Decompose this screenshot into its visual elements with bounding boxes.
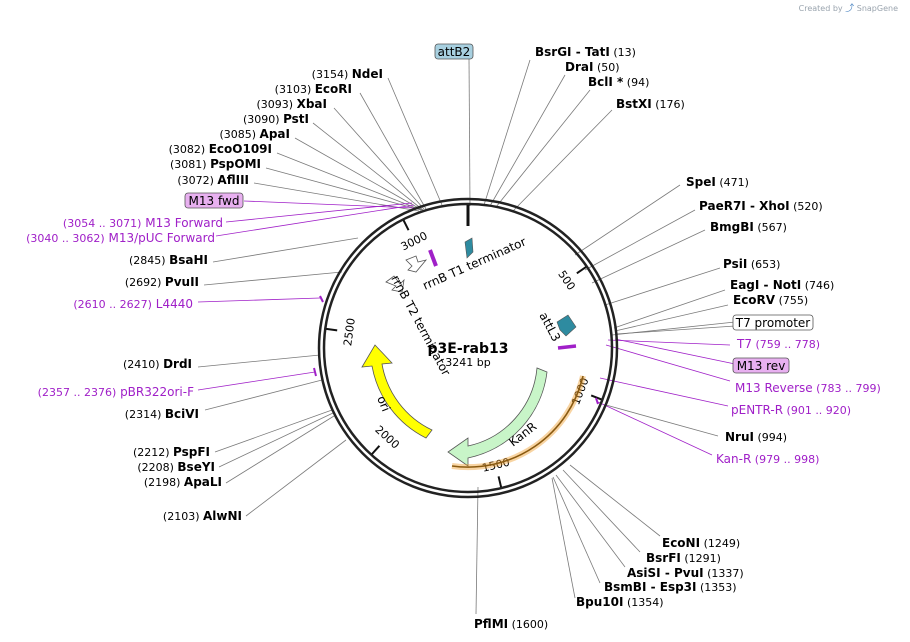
enzyme-label: SpeI (471) xyxy=(686,175,749,189)
ori-arrow xyxy=(361,344,433,439)
enzyme-label: (3082) EcoO109I xyxy=(169,142,272,156)
enzyme-label: (3103) EcoRI xyxy=(275,82,352,96)
primer-label: (3040 .. 3062) M13/pUC Forward xyxy=(26,231,215,245)
features xyxy=(313,237,599,471)
tick-mark xyxy=(590,394,602,401)
tick-label: 2500 xyxy=(341,317,358,346)
boxed-label-m13-fwd[interactable]: M13 fwd xyxy=(184,192,244,209)
enzyme-label: DraI (50) xyxy=(565,60,620,74)
tick-mark xyxy=(497,476,503,488)
backbone-outer xyxy=(317,197,619,499)
l4440-marker xyxy=(319,295,324,303)
feature-label-ori: ori xyxy=(374,394,393,414)
primer-label: (2357 .. 2376) pBR322ori-F xyxy=(38,385,194,399)
enzyme-label: EcoNI (1249) xyxy=(662,536,740,550)
tick-mark xyxy=(402,219,410,231)
tick-mark xyxy=(576,266,587,275)
primer-labels-right: T7 (759 .. 778) M13 Reverse (783 .. 799) p… xyxy=(716,337,881,466)
boxed-label-attb2[interactable]: attB2 xyxy=(434,43,474,60)
kanr-highlight-core xyxy=(451,375,584,468)
primer-label: M13 Reverse (783 .. 799) xyxy=(735,381,881,395)
enzyme-label: PflMI (1600) xyxy=(474,617,548,631)
attl3-arrow xyxy=(556,314,577,337)
svg-text:M13 rev: M13 rev xyxy=(737,359,786,373)
kanr-arrow xyxy=(447,367,548,467)
rrnb-t1-arrow xyxy=(405,255,428,273)
enzyme-label: (3085) ApaI xyxy=(219,127,290,141)
plasmid-name: p3E-rab13 xyxy=(428,341,509,357)
enzyme-label: (2103) AlwNI xyxy=(163,509,242,523)
enzyme-label: BsrGI - TatI (13) xyxy=(535,45,636,59)
enzyme-label: PaeR7I - XhoI (520) xyxy=(699,199,823,213)
enzyme-label: BstXI (176) xyxy=(616,97,685,111)
tick-label: 3000 xyxy=(399,229,430,253)
primer-label: T7 (759 .. 778) xyxy=(736,337,820,351)
tick-mark xyxy=(326,327,338,332)
enzyme-label: BsmBI - Esp3I (1353) xyxy=(604,580,737,594)
credit-text: Created by xyxy=(798,4,843,13)
enzyme-label: (3154) NdeI xyxy=(312,67,383,81)
svg-text:M13 fwd: M13 fwd xyxy=(189,194,240,208)
enzyme-label: (3072) AflIII xyxy=(177,173,249,187)
enzyme-label: NruI (994) xyxy=(725,430,787,444)
enzyme-label: EcoRV (755) xyxy=(733,293,808,307)
enzyme-labels-left: (3154) NdeI(3103) EcoRI(3093) XbaI(3090)… xyxy=(123,67,383,523)
snapgene-logo-icon: ⤴ xyxy=(845,4,855,14)
enzyme-label: PsiI (653) xyxy=(723,257,780,271)
enzyme-label: EagI - NotI (746) xyxy=(730,278,834,292)
enzyme-label: (3090) PstI xyxy=(243,112,309,126)
svg-text:attB2: attB2 xyxy=(438,45,471,59)
primer-label: Kan-R (979 .. 998) xyxy=(716,452,819,466)
enzyme-label: (2208) BseYI xyxy=(137,460,215,474)
enzyme-label: (2212) PspFI xyxy=(133,445,210,459)
attb2-marker xyxy=(464,237,474,259)
enzyme-label: (2314) BciVI xyxy=(125,407,199,421)
feature-label-rrnb-t2: rrnB T2 terminator xyxy=(388,273,453,378)
tick-label: 500 xyxy=(555,268,578,293)
tick-mark xyxy=(371,445,381,455)
snapgene-credit: Created by ⤴ SnapGene xyxy=(799,1,898,14)
plasmid-size: 3241 bp xyxy=(445,356,490,369)
enzyme-label: BmgBI (567) xyxy=(710,220,787,234)
rrnb-t2-arrow xyxy=(385,275,405,293)
primer-label: (2610 .. 2627) L4440 xyxy=(73,297,193,311)
leader-lines xyxy=(197,59,736,615)
kanr-primer-marker xyxy=(595,397,599,405)
enzyme-label: BsrFI (1291) xyxy=(646,551,721,565)
primer-label: (3054 .. 3071) M13 Forward xyxy=(63,216,223,230)
enzyme-label: (2410) DrdI xyxy=(123,357,192,371)
enzyme-label: (2692) PvuII xyxy=(125,275,199,289)
enzyme-label: Bpu10I (1354) xyxy=(576,595,664,609)
boxed-label-t7-promoter[interactable]: T7 promoter xyxy=(732,314,814,331)
t7-promoter-connector xyxy=(611,321,736,336)
primer-label: pENTR-R (901 .. 920) xyxy=(731,403,851,417)
primer-labels-left: (3054 .. 3071) M13 Forward(3040 .. 3062)… xyxy=(26,216,223,399)
enzyme-label: BclI * (94) xyxy=(588,75,649,89)
attb2-connector xyxy=(468,57,471,207)
pbr322-marker xyxy=(313,367,317,377)
t7-m13rev-marker xyxy=(557,344,577,350)
enzyme-label: (2198) ApaLI xyxy=(144,475,222,489)
credit-brand: SnapGene xyxy=(856,4,898,13)
backbone-inner xyxy=(322,202,614,494)
enzyme-label: (3081) PspOMI xyxy=(170,157,261,171)
boxed-label-m13-rev[interactable]: M13 rev xyxy=(732,357,790,374)
svg-text:T7 promoter: T7 promoter xyxy=(735,316,811,330)
enzyme-labels-right: BsrGI - TatI (13)DraI (50)BclI * (94) Bst… xyxy=(474,45,834,631)
enzyme-label: (2845) BsaHI xyxy=(129,253,208,267)
primer-leader-lines xyxy=(197,200,736,456)
tick-label: 1500 xyxy=(481,456,511,475)
enzyme-label: (3093) XbaI xyxy=(257,97,327,111)
enzyme-label: AsiSI - PvuI (1337) xyxy=(627,566,744,580)
m13-fwd-marker xyxy=(428,249,438,267)
